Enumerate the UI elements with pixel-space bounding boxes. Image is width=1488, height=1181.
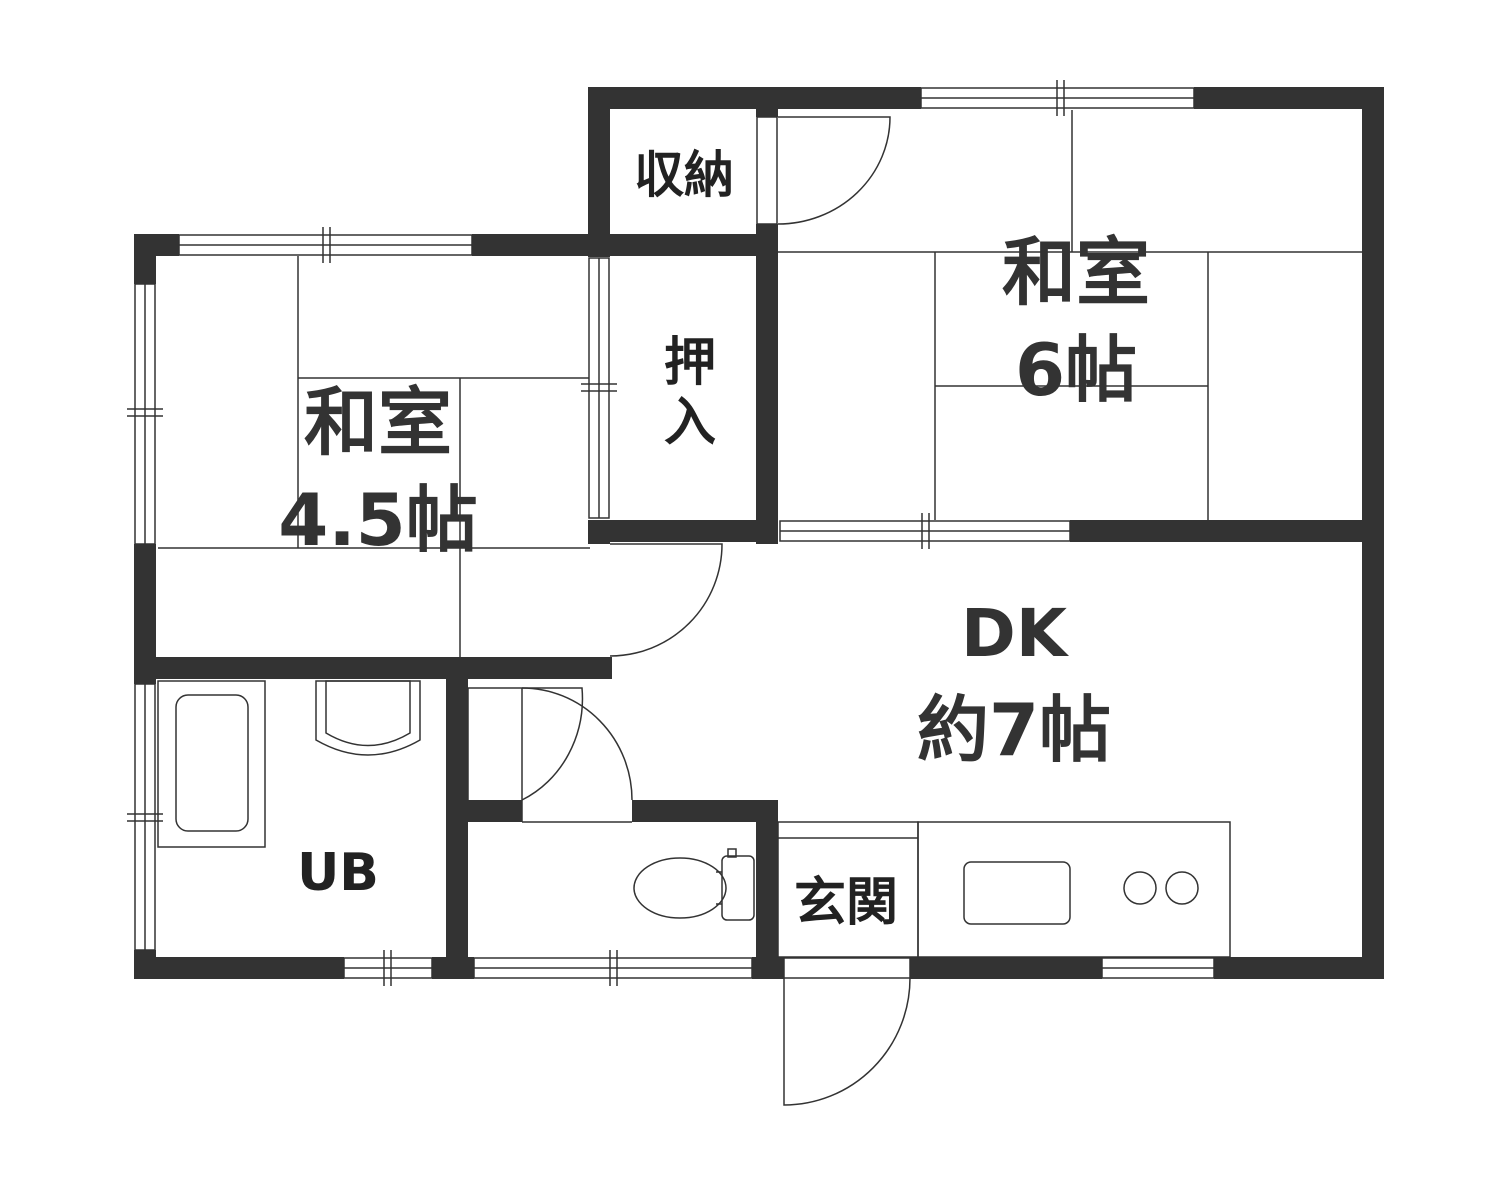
room-labels: 和室 4.5帖 和室 6帖 DK 約7帖 収納 押 入 UB 玄関 [278,146,1150,933]
tatami-lines [158,110,1362,657]
bathtub [175,694,249,832]
label-washitsu-6-size: 6帖 [1015,328,1137,412]
toilet-tank [721,855,755,921]
door-swings [467,116,911,1106]
label-washitsu-45-name: 和室 [304,380,452,466]
walls [134,87,1384,979]
sink [963,861,1071,925]
label-washitsu-45-size: 4.5帖 [278,478,478,562]
fixtures [157,680,1231,958]
stove-burner [1165,871,1199,905]
stove-burner [1123,871,1157,905]
toilet-bowl [633,857,727,919]
wash-basin [315,680,421,756]
label-genkan: 玄関 [794,873,898,933]
label-shuno: 収納 [634,146,734,204]
label-dk-size: 約7帖 [917,688,1111,772]
windows [127,80,1215,986]
kitchen-counter [917,821,1231,958]
label-washitsu-6-name: 和室 [1002,230,1150,316]
label-oshiire-2: 入 [664,393,716,453]
label-dk-name: DK [961,595,1070,672]
label-ub: UB [297,843,379,903]
label-oshiire-1: 押 [664,333,716,393]
